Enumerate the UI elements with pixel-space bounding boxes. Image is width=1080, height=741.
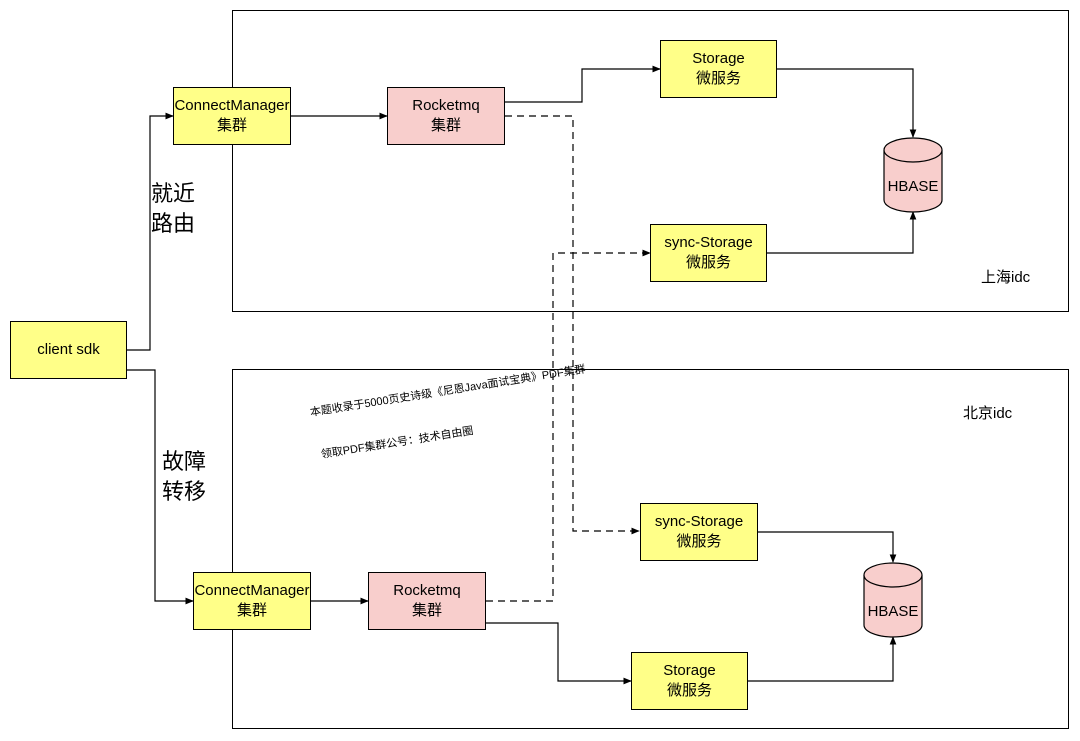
edge-sh-sync-to-hbase [767,211,917,254]
edge-bj-rocketmq-to-sh-sync [486,249,651,602]
bj-rocketmq-node: Rocketmq 集群 [368,572,486,630]
client-sdk-label: client sdk [37,341,100,358]
edge-bj-sync-to-hbase [758,531,897,563]
bj-sync-storage-node: sync-Storage 微服务 [640,503,758,561]
sh-rocketmq-node: Rocketmq 集群 [387,87,505,145]
edge-sh-rocketmq-to-bj-sync [505,115,640,535]
edge-bj-rocketmq-to-storage [486,622,632,685]
shanghai-idc-label: 上海idc [981,269,1031,286]
shanghai-idc-region [232,10,1069,312]
bj-connect-manager-node: ConnectManager 集群 [193,572,311,630]
sh-hbase-label: HBASE [887,178,939,195]
edge-client-to-sh-connect [127,112,174,351]
sh-storage-node: Storage 微服务 [660,40,777,98]
edge-sh-rocketmq-to-storage [505,65,661,103]
sh-hbase-cylinder [883,137,943,213]
client-sdk-node: client sdk [10,321,127,379]
failover-label: 故障 转移 [162,449,207,504]
nearest-routing-label: 就近 路由 [151,181,196,236]
edge-sh-storage-to-hbase [777,68,917,138]
beijing-idc-label: 北京idc [963,405,1013,422]
sh-connect-manager-node: ConnectManager 集群 [173,87,291,145]
beijing-idc-region [232,369,1069,729]
bj-hbase-label: HBASE [867,603,919,620]
edge-bj-storage-to-hbase [748,636,897,682]
bj-hbase-cylinder [863,562,923,638]
bj-storage-node: Storage 微服务 [631,652,748,710]
sh-sync-storage-node: sync-Storage 微服务 [650,224,767,282]
edge-client-to-bj-connect [127,369,194,605]
